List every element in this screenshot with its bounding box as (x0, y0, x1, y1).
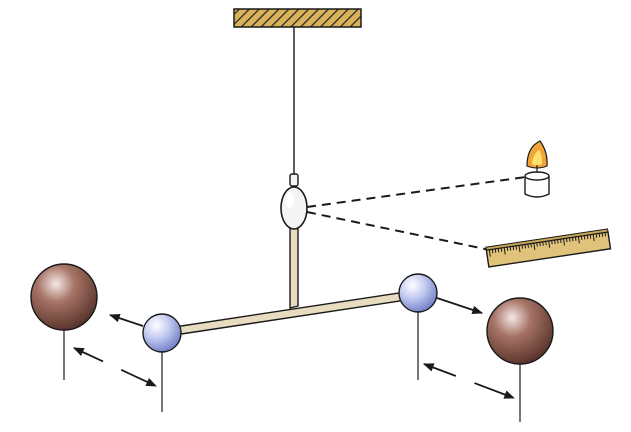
ruler-tick (586, 234, 589, 240)
ruler-tick (595, 233, 598, 238)
ruler-tick (491, 249, 494, 254)
light-path-reflected (306, 211, 491, 251)
ruler-tick (515, 245, 518, 250)
ruler-tick (571, 237, 574, 242)
ruler-tick (604, 232, 607, 237)
ruler-tick (557, 239, 559, 244)
ruler-tick (512, 246, 515, 251)
ruler-tick (503, 247, 506, 255)
ruler-tick (580, 235, 583, 240)
ruler-tick (560, 238, 562, 244)
distance-arrow-right (422, 363, 516, 399)
ruler-tick (497, 248, 500, 253)
ruler-tick (574, 236, 577, 241)
ruler-tick (488, 249, 491, 257)
ruler-tick (500, 247, 503, 252)
ruler-tick (589, 234, 592, 239)
ruler-tick (527, 243, 529, 248)
ruler-tick (518, 245, 521, 253)
ruler-tick (562, 238, 566, 246)
ruler-tick (577, 236, 580, 244)
ruler-tick (539, 242, 541, 247)
force-arrow-right (436, 297, 484, 315)
ruler-tick (506, 246, 509, 252)
small-sphere-left (142, 313, 182, 353)
ruler-tick (536, 242, 538, 247)
ruler-tick (524, 244, 526, 249)
distance-arrow-left (73, 347, 157, 387)
ruler-scale-icon (485, 228, 612, 268)
ruler-tick (533, 242, 536, 251)
small-sphere-right (398, 273, 438, 313)
ruler-tick (548, 240, 551, 248)
ceiling-mount (233, 8, 362, 28)
ruler-tick (542, 241, 544, 246)
ruler-tick (592, 234, 595, 242)
ruler-tick (598, 233, 601, 238)
ruler-tick (551, 240, 553, 245)
vertical-stem (289, 225, 299, 309)
ruler-tick (509, 246, 512, 251)
ruler-tick (494, 248, 497, 253)
candle-icon (524, 140, 550, 198)
ruler-tick (554, 239, 556, 244)
large-sphere-right (486, 297, 554, 365)
ruler-tick (583, 235, 586, 240)
ruler-tick (601, 232, 604, 237)
force-arrow-left (108, 313, 144, 327)
ruler-tick (530, 243, 532, 248)
ruler-tick (568, 237, 571, 242)
mirror (280, 173, 308, 230)
ruler-tick (565, 238, 568, 243)
light-path-incident (306, 176, 527, 208)
large-sphere-left (30, 263, 98, 331)
ruler-tick (521, 244, 524, 249)
ruler-tick (545, 241, 547, 246)
